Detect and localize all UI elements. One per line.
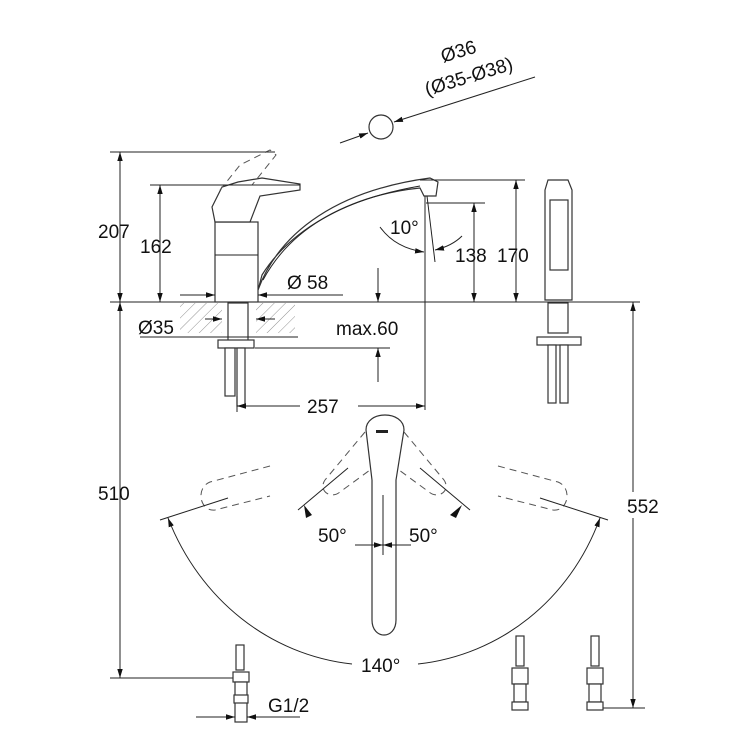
dim-hose-length-total: 552 [627,497,659,518]
dim-spout-tilt: 10° [390,218,419,239]
hose-connector-right [586,635,604,711]
dim-lever-height: 162 [140,237,172,258]
dim-spout-height: 170 [497,246,529,267]
dim-aerator-diameter: Ø36 [438,37,478,68]
dim-connection-thread: G1/2 [268,696,309,717]
dim-total-height: 207 [98,222,130,243]
hose-connector-middle [511,635,529,711]
dim-spout-swivel: 140° [361,656,400,677]
faucet-front-view [536,179,582,404]
dim-base-diameter: Ø 58 [287,273,328,294]
dim-lever-right-angle: 50° [409,526,438,547]
dim-aerator-range: (Ø35-Ø38) [422,54,515,101]
hose-connector-left [232,644,250,723]
dim-outlet-height: 138 [455,246,487,267]
dim-lever-left-angle: 50° [318,526,347,547]
dim-hole-diameter: Ø35 [138,318,174,339]
aerator-circle [368,114,394,140]
dim-hose-length: 510 [98,484,130,505]
faucet-top-view [159,414,609,636]
dim-max-counter-thickness: max.60 [336,319,398,340]
dim-spout-reach: 257 [307,397,339,418]
